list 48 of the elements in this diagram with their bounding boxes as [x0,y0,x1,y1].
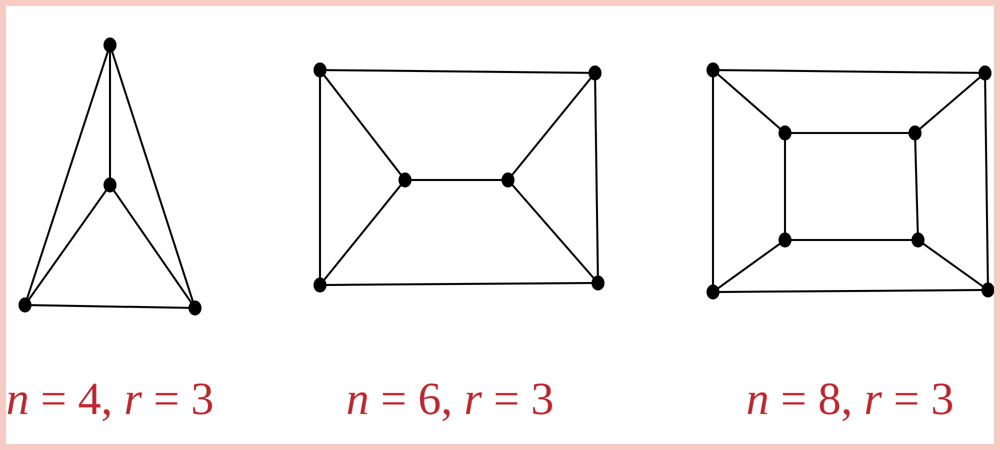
graph-edge [110,50,194,303]
graph-caption: n = 4, r = 3 [6,372,214,425]
graph-edge [326,69,590,74]
vertex-dot [18,298,32,312]
vertex-dot [592,276,604,290]
graph-edge [717,242,781,290]
vertex-dot [314,278,326,292]
graph-edge [26,50,110,300]
vertex-dot [978,66,992,80]
graph-edge [511,184,595,280]
vertex-dot [706,62,720,78]
graph-edge [922,242,984,288]
graph-edge [716,73,782,130]
graph-edge [718,69,980,74]
graph-edge [784,139,786,234]
graph-edge [411,179,502,181]
vertex-dot [706,284,720,300]
graph-caption: n = 8, r = 3 [746,372,954,425]
vertex-dot [778,126,792,140]
graph-edge [109,51,111,179]
graph-edge [918,76,982,130]
graph-caption: n = 6, r = 3 [346,372,554,425]
graph-edge [984,78,989,284]
graph-edge [791,132,909,134]
graph-edge [319,76,321,279]
vertex-dot [502,172,514,188]
vertex-dot [314,62,326,78]
vertex-dot [398,172,412,188]
vertex-dot [908,126,922,140]
graph-edge [28,189,108,301]
vertex-dot [104,178,116,192]
graph-edge [326,282,592,286]
graph-edge [30,304,190,309]
vertex-dot [982,282,994,298]
graph-edge [914,138,919,234]
graph-edge [511,77,592,176]
vertex-dot [778,232,792,248]
graph-edge [594,78,599,278]
vertex-dot [912,232,924,248]
graph-edge [112,189,192,304]
graph-edge [719,289,982,293]
vertex-dot [104,38,116,52]
vertex-dot [188,300,202,316]
graph-edge [323,184,402,281]
vertex-dot [588,66,602,80]
graph-edge [322,74,402,176]
graph-edge [712,76,714,286]
graph-edge [791,239,912,241]
